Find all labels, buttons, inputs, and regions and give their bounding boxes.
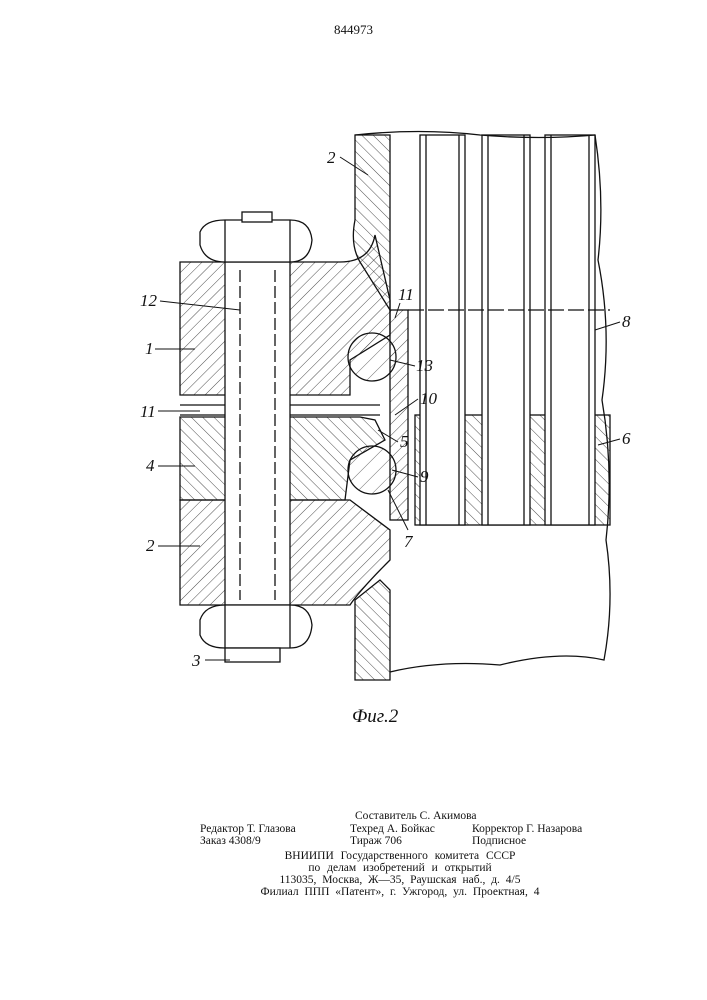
imprint-org-line4: Филиал ППП «Патент», г. Ужгород, ул. Про… — [0, 886, 707, 899]
label-1: 1 — [145, 339, 154, 358]
seal-13 — [348, 333, 396, 381]
nut-top — [200, 220, 312, 262]
label-3: 3 — [191, 651, 201, 670]
label-13: 13 — [416, 356, 433, 375]
figure-caption: Фиг.2 — [352, 706, 399, 727]
imprint-order: Заказ 4308/9 — [200, 835, 261, 848]
imprint-compiler: Составитель С. Акимова — [355, 810, 477, 823]
imprint-circulation: Тираж 706 — [350, 835, 402, 848]
nut-bottom — [200, 605, 312, 648]
pipe-wall-bottom — [355, 580, 390, 680]
label-10: 10 — [420, 389, 438, 408]
label-7: 7 — [404, 532, 414, 551]
bolt — [225, 262, 290, 605]
tubes-8 — [408, 135, 610, 525]
plate-11 — [390, 310, 408, 520]
label-9: 9 — [420, 467, 429, 486]
seal-9 — [348, 446, 396, 494]
label-5: 5 — [400, 432, 409, 451]
label-4: 4 — [146, 456, 155, 475]
label-6: 6 — [622, 429, 631, 448]
label-12: 12 — [140, 291, 158, 310]
label-2-top: 2 — [327, 148, 336, 167]
label-8: 8 — [622, 312, 631, 331]
label-2-bottom: 2 — [146, 536, 155, 555]
imprint-subscription: Подписное — [472, 835, 526, 848]
label-11-left: 11 — [140, 402, 156, 421]
label-11-right: 11 — [398, 285, 414, 304]
